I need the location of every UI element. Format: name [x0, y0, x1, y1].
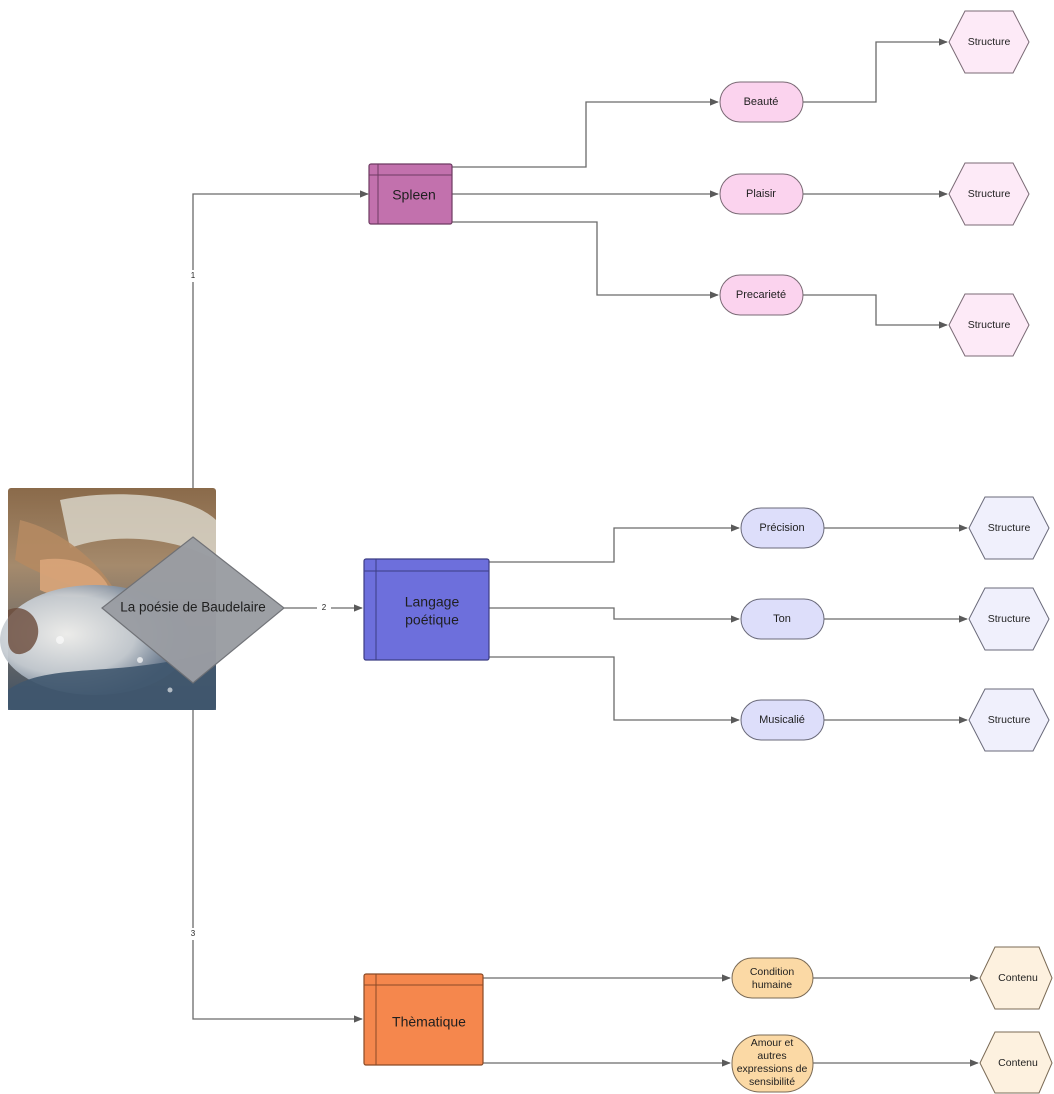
branch-spleen[interactable]: Spleen [368, 163, 453, 225]
spleen-children: Beauté Plaisir Precarieté [719, 81, 804, 316]
child-precariete[interactable]: Precarieté [719, 274, 804, 316]
leaf-amour-contenu-label: Contenu [998, 1057, 1038, 1069]
edge-precariete-structure [803, 294, 948, 329]
leaf-musicalie-structure[interactable]: Structure [968, 688, 1050, 752]
spleen-box [368, 163, 453, 225]
langage-label-line1: Langage [405, 594, 460, 610]
child-beaute[interactable]: Beauté [719, 81, 804, 123]
child-plaisir-label: Plaisir [746, 188, 776, 200]
leaf-precariete-structure[interactable]: Structure [948, 293, 1030, 357]
edge-central-spleen [192, 190, 369, 540]
edge-spleen-beaute [452, 98, 719, 168]
edge-central-thematique [192, 680, 363, 1023]
edge-label-spleen: 1 [191, 271, 196, 280]
child-precision[interactable]: Précision [740, 507, 825, 549]
leaf-ton-structure[interactable]: Structure [968, 587, 1050, 651]
langage-children: Précision Ton Musicalié [740, 507, 825, 741]
leaf-precision-structure[interactable]: Structure [968, 496, 1050, 560]
leaf-beaute-structure-label: Structure [968, 36, 1011, 48]
child-amour-line1: Amour et [751, 1037, 794, 1049]
leaf-ton-structure-label: Structure [988, 613, 1031, 625]
leaf-condition-contenu[interactable]: Contenu [979, 946, 1053, 1010]
leaf-precision-structure-label: Structure [988, 522, 1031, 534]
central-label: La poésie de Baudelaire [120, 600, 266, 615]
child-precision-label: Précision [759, 522, 804, 534]
edge-spleen-precariete [452, 221, 719, 299]
child-amour-line3: expressions de [737, 1063, 808, 1075]
child-condition-line2: humaine [752, 979, 792, 991]
edge-labels: 1 2 3 [186, 270, 331, 940]
thematique-leaves: Contenu Contenu [979, 946, 1053, 1094]
child-condition-humaine[interactable]: Condition humaine [731, 957, 814, 999]
child-ton-label: Ton [773, 613, 791, 625]
leaf-condition-contenu-label: Contenu [998, 972, 1038, 984]
leaf-musicalie-structure-label: Structure [988, 714, 1031, 726]
edges [192, 38, 979, 1067]
langage-label-line2: poétique [405, 612, 459, 628]
spleen-label: Spleen [392, 187, 436, 203]
central-diamond [101, 536, 285, 684]
edge-langage-musicalie [489, 656, 740, 724]
child-precariete-label: Precarieté [736, 289, 786, 301]
thematique-box [363, 973, 484, 1066]
leaf-plaisir-structure[interactable]: Structure [948, 162, 1030, 226]
child-amour-line4: sensibilité [749, 1076, 795, 1088]
leaf-precariete-structure-label: Structure [968, 319, 1011, 331]
edge-langage-precision [489, 524, 740, 563]
edge-langage-ton [489, 607, 740, 623]
child-musicalie[interactable]: Musicalié [740, 699, 825, 741]
branch-thematique[interactable]: Thèmatique [363, 973, 484, 1066]
child-amour[interactable]: Amour et autres expressions de sensibili… [731, 1034, 814, 1093]
branch-langage-poetique[interactable]: Langage poétique [363, 558, 490, 661]
thematique-label: Thèmatique [392, 1014, 466, 1030]
leaf-plaisir-structure-label: Structure [968, 188, 1011, 200]
child-musicalie-label: Musicalié [759, 714, 805, 726]
langage-box [363, 558, 490, 661]
leaf-amour-contenu[interactable]: Contenu [979, 1031, 1053, 1094]
child-beaute-label: Beauté [744, 96, 779, 108]
edge-label-thematique: 3 [191, 929, 196, 938]
child-amour-line2: autres [757, 1050, 786, 1062]
child-plaisir[interactable]: Plaisir [719, 173, 804, 215]
child-ton[interactable]: Ton [740, 598, 825, 640]
langage-leaves: Structure Structure Structure [968, 496, 1050, 752]
thematique-children: Condition humaine Amour et autres expres… [731, 957, 814, 1093]
edge-label-langage: 2 [322, 603, 327, 612]
leaf-beaute-structure[interactable]: Structure [948, 10, 1030, 74]
child-condition-line1: Condition [750, 966, 795, 978]
spleen-leaves: Structure Structure Structure [948, 10, 1030, 357]
central-node[interactable]: La poésie de Baudelaire [0, 488, 285, 710]
edge-beaute-structure [803, 38, 948, 103]
